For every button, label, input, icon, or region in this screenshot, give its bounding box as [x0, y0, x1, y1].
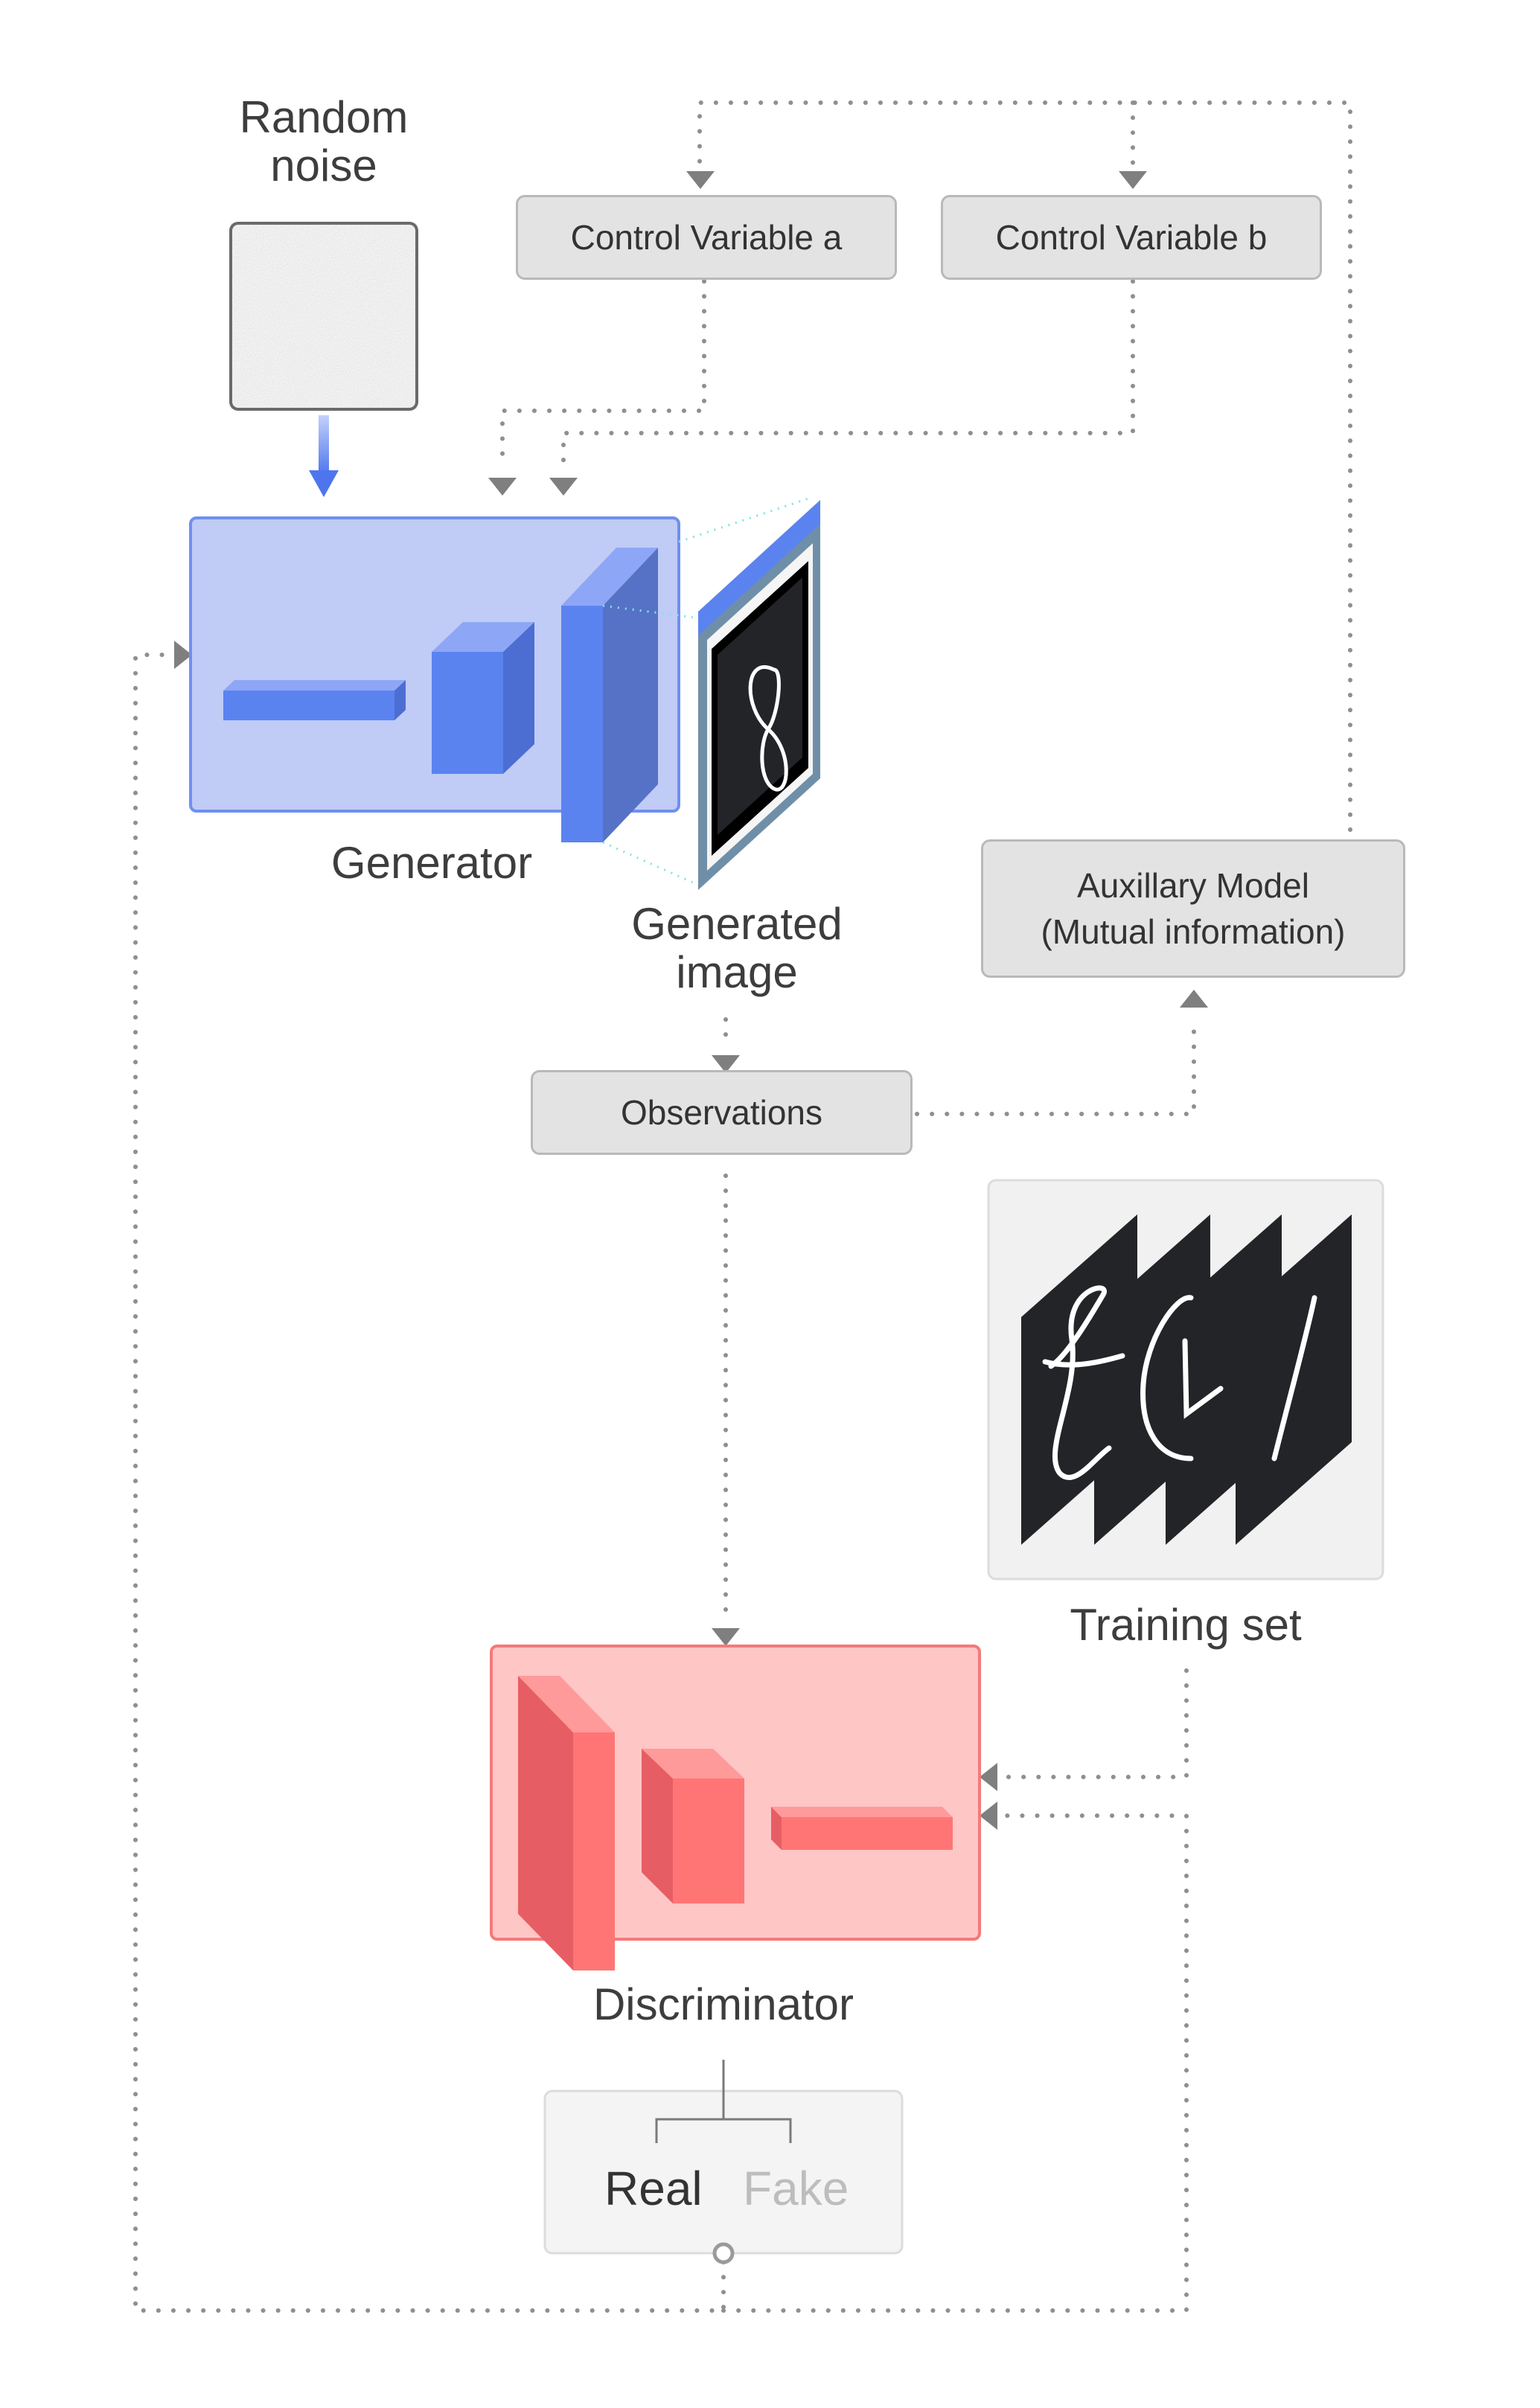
output-connector-dot	[712, 2242, 735, 2264]
arrowhead-control-b	[1119, 171, 1147, 189]
arrowhead-generator-feedback	[174, 641, 192, 669]
observations-box: Observations	[531, 1070, 913, 1155]
discriminator-dense-layer	[782, 1817, 953, 1850]
auxiliary-model-box: Auxillary Model (Mutual information)	[981, 839, 1405, 978]
arrowhead-discriminator-training	[980, 1763, 997, 1791]
generator-label: Generator	[330, 838, 533, 888]
arrowhead-generator-a	[488, 478, 517, 496]
noise-arrowhead	[309, 470, 339, 497]
discriminator-label: Discriminator	[592, 1979, 854, 2029]
noise-arrow	[319, 415, 329, 475]
output-classifier	[543, 2060, 904, 2264]
control-variable-a-box: Control Variable a	[516, 195, 897, 280]
training-set-to-discriminator-path	[999, 1668, 1189, 1779]
generator-output-layer	[561, 606, 603, 842]
connectors	[133, 100, 1352, 2313]
discriminator	[490, 1645, 981, 1970]
generator-dense-layer	[223, 691, 394, 720]
training-set	[987, 1179, 1384, 1581]
digit-eight-stroke	[748, 665, 788, 792]
random-noise-label: Random noise	[239, 92, 409, 190]
real-label: Real	[604, 2162, 703, 2215]
arrowheads	[174, 171, 1208, 1830]
arrowhead-discriminator-top	[712, 1628, 740, 1646]
control-variable-b-box: Control Variable b	[941, 195, 1322, 280]
discriminator-input-layer	[573, 1732, 615, 1970]
generator	[189, 496, 814, 887]
discriminator-conv-layer	[673, 1778, 744, 1903]
random-noise-image	[231, 223, 417, 409]
generator-conv-layer	[432, 652, 503, 774]
output-feedback-loop-path	[133, 653, 726, 2313]
generated-image-label: Generated image	[631, 899, 843, 997]
training-set-label: Training set	[1070, 1600, 1302, 1650]
observations-to-auxiliary-path	[915, 1016, 1196, 1116]
generated-image	[698, 500, 820, 890]
fake-label: Fake	[743, 2162, 849, 2215]
feedback-path-auxiliary-to-controls	[697, 100, 1352, 832]
arrowhead-discriminator-feedback	[980, 1802, 997, 1830]
control-a-to-generator-path	[500, 279, 706, 470]
arrowhead-control-a	[686, 171, 715, 189]
control-b-to-generator-path	[561, 279, 1135, 470]
arrowhead-generator-b	[549, 478, 578, 496]
arrowhead-observations	[712, 1055, 740, 1073]
arrowhead-auxiliary	[1180, 990, 1208, 1008]
